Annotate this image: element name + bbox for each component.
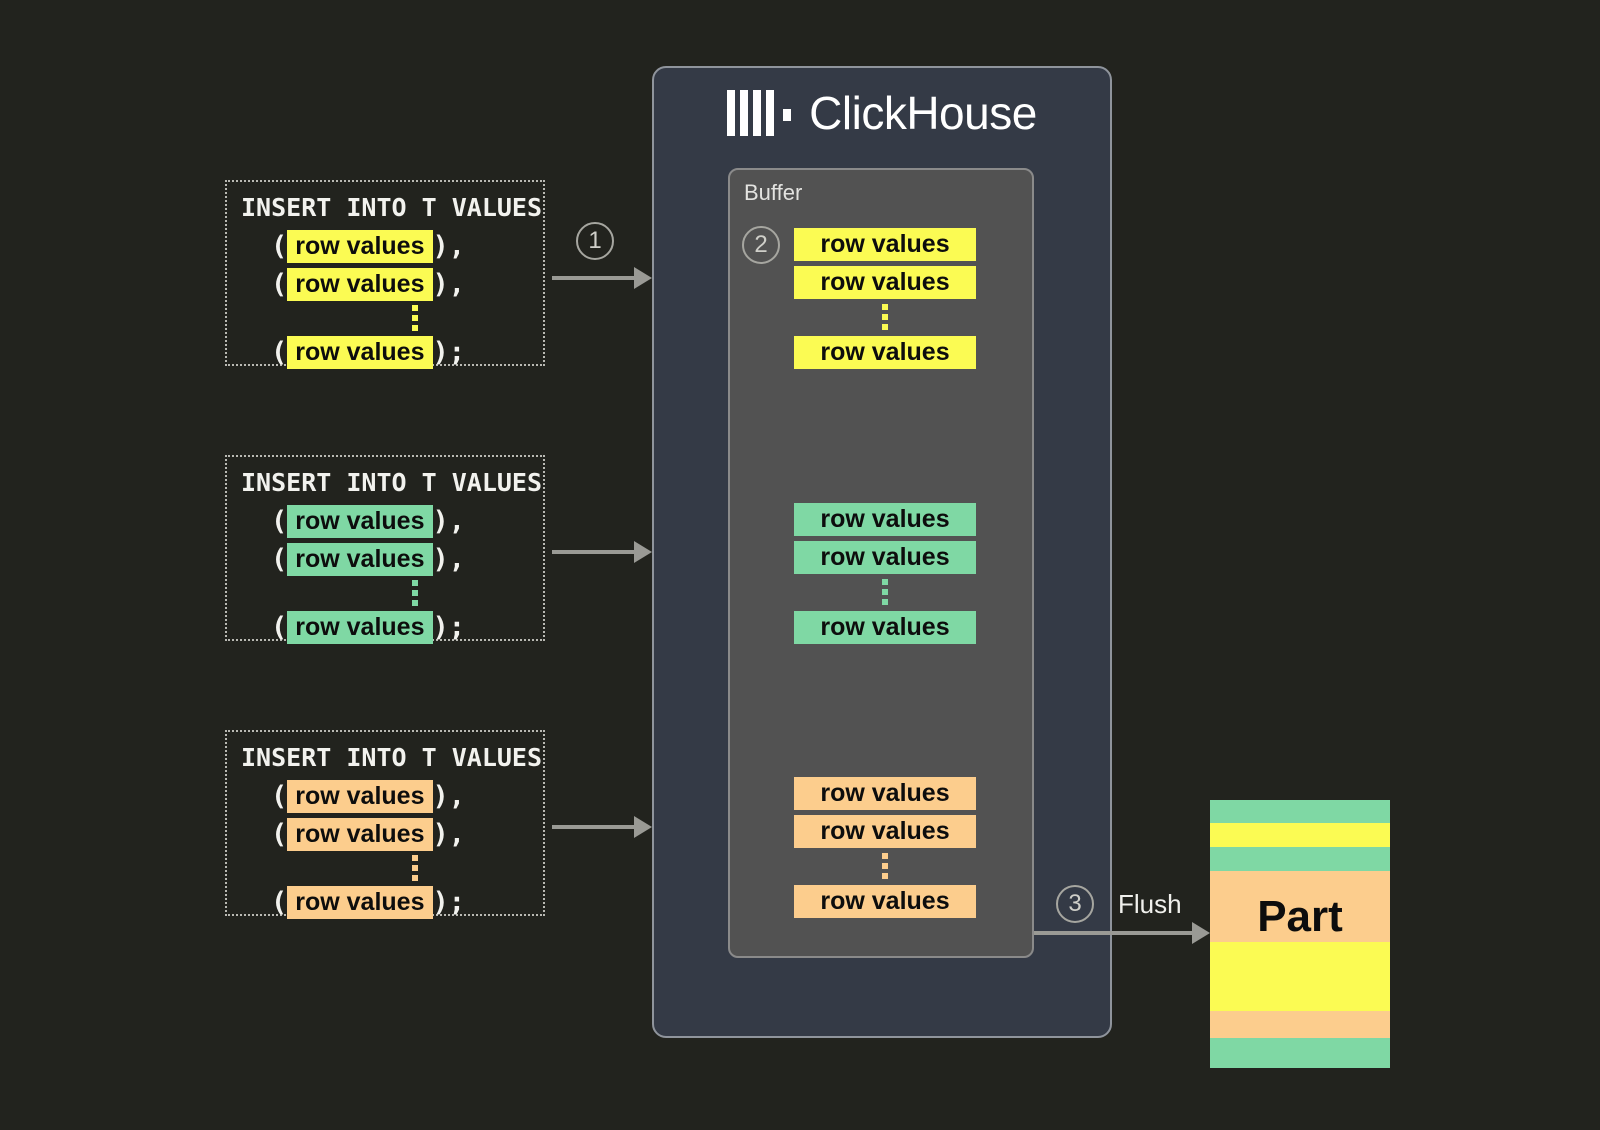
row-values-chip: row values: [287, 267, 433, 301]
arrow-shaft: [1034, 931, 1192, 935]
open-paren: (: [271, 268, 288, 300]
buffer-row-chip: row values: [794, 266, 976, 299]
buffer-row-chip: row values: [794, 777, 976, 810]
buffer-group-yellow: row values row values row values: [794, 228, 976, 374]
row-values-chip: row values: [287, 504, 433, 538]
close-paren: );: [432, 336, 466, 368]
arrow-shaft: [552, 276, 634, 280]
insert-statement-card-2: INSERT INTO T VALUES ( row values ), ( r…: [225, 455, 545, 644]
vertical-ellipsis-icon: [271, 303, 529, 333]
open-paren: (: [271, 886, 288, 918]
close-paren: ),: [432, 543, 466, 575]
insert-header-3: INSERT INTO T VALUES: [241, 743, 543, 772]
insert-statement-card-1: INSERT INTO T VALUES ( row values ), ( r…: [225, 180, 545, 369]
step-badge-2: 2: [742, 226, 780, 264]
insert-rows-3: ( row values ), ( row values ), ( row va…: [241, 777, 529, 921]
clickhouse-brand: ClickHouse: [654, 90, 1110, 136]
open-paren: (: [271, 780, 288, 812]
close-paren: );: [432, 886, 466, 918]
buffer-group-orange: row values row values row values: [794, 777, 976, 923]
arrow-flush-to-part: [1034, 922, 1210, 944]
step-badge-3: 3: [1056, 885, 1094, 923]
step-badge-1-label: 1: [588, 227, 602, 254]
clickhouse-logo-icon: [727, 90, 792, 136]
insert-header-2: INSERT INTO T VALUES: [241, 468, 543, 497]
row-values-chip: row values: [287, 885, 433, 919]
part-stripe-green: [1210, 800, 1390, 823]
close-paren: ),: [432, 505, 466, 537]
close-paren: ),: [432, 268, 466, 300]
buffer-label: Buffer: [744, 180, 803, 205]
arrow-head: [634, 816, 652, 838]
part-block: Part: [1210, 800, 1390, 1068]
buffer-row-chip: row values: [794, 885, 976, 918]
insert-row-line: ( row values );: [271, 608, 529, 646]
arrow-shaft: [552, 550, 634, 554]
insert-rows-1: ( row values ), ( row values ), ( row va…: [241, 227, 529, 371]
row-values-chip: row values: [287, 542, 433, 576]
arrow-shaft: [552, 825, 634, 829]
arrow-insert-1-to-clickhouse: [552, 267, 652, 289]
row-values-chip: row values: [287, 817, 433, 851]
insert-row-line: ( row values ),: [271, 227, 529, 265]
vertical-ellipsis-icon: [794, 579, 976, 605]
buffer-row-chip: row values: [794, 541, 976, 574]
part-title: Part: [1257, 892, 1343, 941]
arrow-insert-3-to-clickhouse: [552, 816, 652, 838]
buffer-row-chip: row values: [794, 611, 976, 644]
close-paren: ),: [432, 780, 466, 812]
part-stripe-orange: [1210, 871, 1390, 942]
open-paren: (: [271, 230, 288, 262]
step-badge-1: 1: [576, 222, 614, 260]
row-values-chip: row values: [287, 610, 433, 644]
insert-row-line: ( row values );: [271, 883, 529, 921]
insert-statement-card-3: INSERT INTO T VALUES ( row values ), ( r…: [225, 730, 545, 919]
buffer-row-chip: row values: [794, 336, 976, 369]
step-badge-2-label: 2: [754, 231, 768, 258]
vertical-ellipsis-icon: [794, 853, 976, 879]
insert-row-line: ( row values ),: [271, 265, 529, 303]
arrow-head: [1192, 922, 1210, 944]
buffer-row-chip: row values: [794, 228, 976, 261]
buffer-row-chip: row values: [794, 815, 976, 848]
buffer-box: Buffer row values row values row values …: [728, 168, 1034, 958]
buffer-group-green: row values row values row values: [794, 503, 976, 649]
row-values-chip: row values: [287, 229, 433, 263]
arrow-head: [634, 267, 652, 289]
clickhouse-title: ClickHouse: [809, 87, 1037, 139]
insert-header-1: INSERT INTO T VALUES: [241, 193, 543, 222]
open-paren: (: [271, 543, 288, 575]
open-paren: (: [271, 611, 288, 643]
vertical-ellipsis-icon: [794, 304, 976, 330]
open-paren: (: [271, 505, 288, 537]
arrow-head: [634, 541, 652, 563]
flush-label: Flush: [1118, 889, 1182, 919]
insert-row-line: ( row values );: [271, 333, 529, 371]
insert-row-line: ( row values ),: [271, 777, 529, 815]
part-stripe-green: [1210, 847, 1390, 871]
buffer-row-chip: row values: [794, 503, 976, 536]
close-paren: ),: [432, 230, 466, 262]
step-badge-3-label: 3: [1068, 890, 1082, 917]
part-stripe-yellow: [1210, 942, 1390, 1011]
open-paren: (: [271, 818, 288, 850]
insert-row-line: ( row values ),: [271, 815, 529, 853]
part-stripe-orange: [1210, 1011, 1390, 1038]
close-paren: ),: [432, 818, 466, 850]
close-paren: );: [432, 611, 466, 643]
open-paren: (: [271, 336, 288, 368]
insert-rows-2: ( row values ), ( row values ), ( row va…: [241, 502, 529, 646]
arrow-insert-2-to-clickhouse: [552, 541, 652, 563]
vertical-ellipsis-icon: [271, 578, 529, 608]
row-values-chip: row values: [287, 779, 433, 813]
vertical-ellipsis-icon: [271, 853, 529, 883]
row-values-chip: row values: [287, 335, 433, 369]
part-stripe-yellow: [1210, 823, 1390, 847]
part-stripe-green: [1210, 1038, 1390, 1068]
insert-row-line: ( row values ),: [271, 540, 529, 578]
insert-row-line: ( row values ),: [271, 502, 529, 540]
